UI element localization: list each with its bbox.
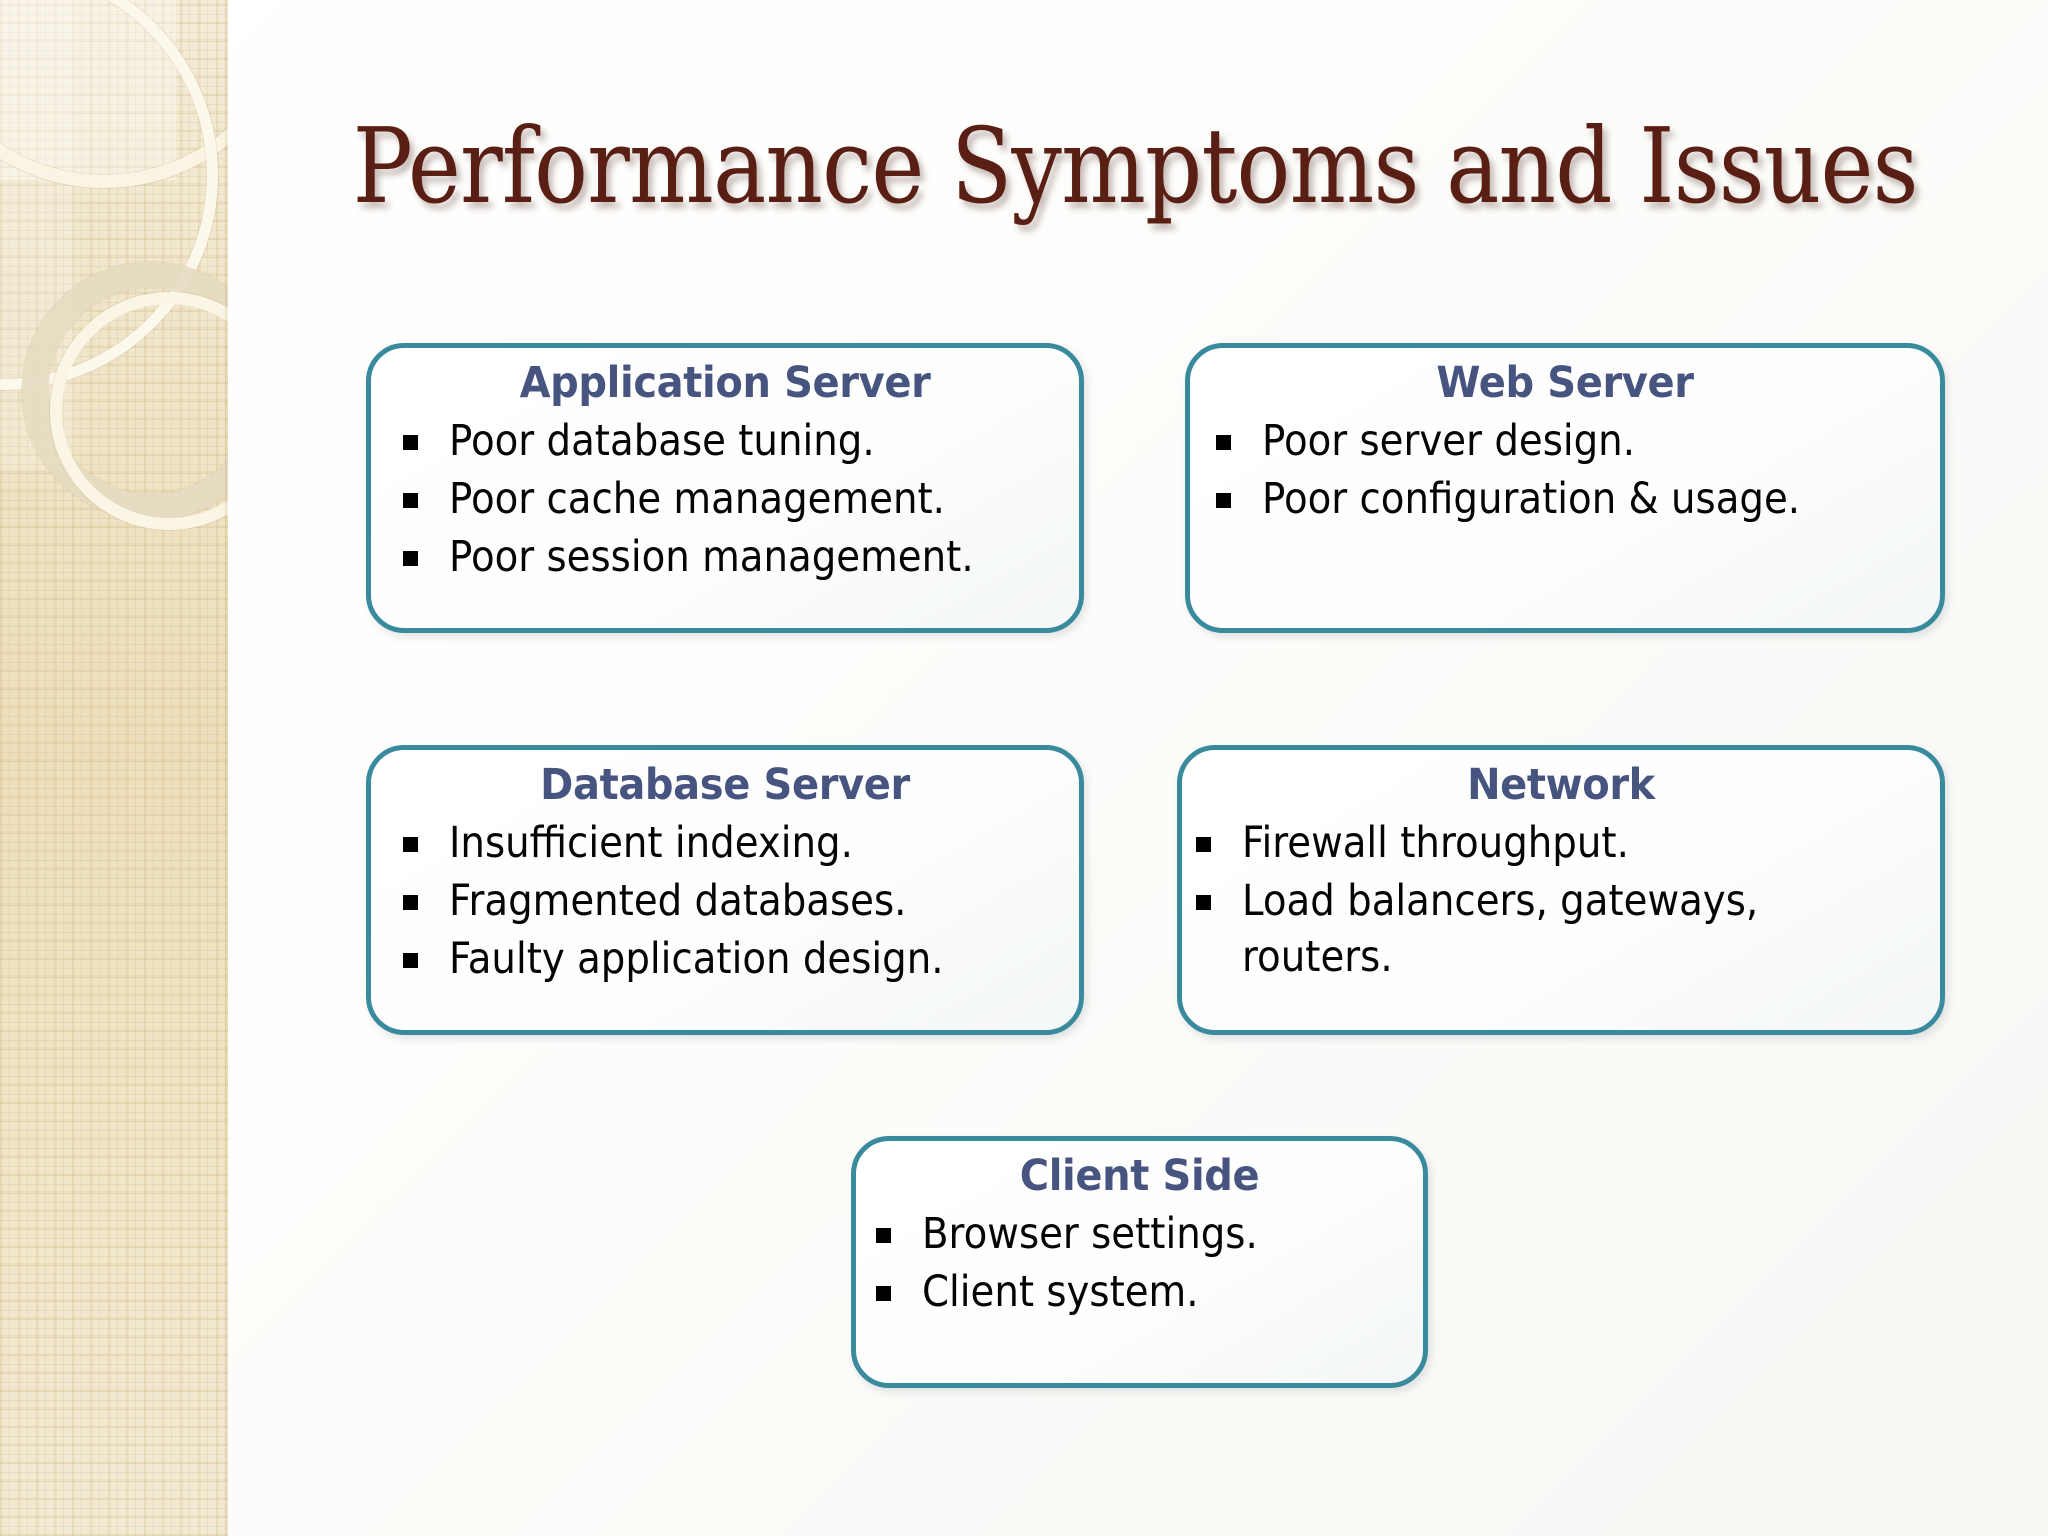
- list-item: Insufficient indexing.: [403, 816, 1079, 872]
- list-item-label: Load balancers, gateways, routers.: [1242, 875, 1759, 982]
- list-item: Poor server design.: [1216, 414, 1940, 470]
- list-item: Firewall throughput.: [1196, 816, 1940, 872]
- list-item-label: Fragmented databases.: [449, 875, 907, 926]
- card-client-side: Client Side Browser settings. Client sys…: [851, 1136, 1428, 1388]
- list-item-label: Poor configuration & usage.: [1262, 473, 1801, 524]
- list-item: Client system.: [876, 1265, 1423, 1321]
- list-item-label: Poor cache management.: [449, 473, 945, 524]
- list-item: Faulty application design.: [403, 932, 1079, 988]
- bullet-list-client-side: Browser settings. Client system.: [856, 1207, 1423, 1321]
- bullet-list-network: Firewall throughput. Load balancers, gat…: [1182, 816, 1940, 986]
- square-bullet-icon: [403, 837, 418, 852]
- list-item-label: Poor server design.: [1262, 416, 1636, 466]
- list-item: Poor database tuning.: [403, 414, 1079, 470]
- square-bullet-icon: [1196, 837, 1211, 852]
- square-bullet-icon: [876, 1285, 891, 1301]
- list-item: Poor cache management.: [403, 472, 1079, 528]
- list-item-label: Browser settings.: [922, 1209, 1258, 1259]
- card-heading-web-server: Web Server: [1436, 358, 1694, 408]
- square-bullet-icon: [403, 492, 418, 508]
- card-heading-client-side: Client Side: [1019, 1151, 1260, 1201]
- square-bullet-icon: [403, 550, 418, 566]
- square-bullet-icon: [403, 435, 418, 450]
- list-item-label: Firewall throughput.: [1242, 818, 1629, 868]
- list-item-label: Poor session management.: [449, 531, 974, 582]
- list-item-label: Poor database tuning.: [449, 416, 875, 466]
- list-item: Load balancers, gateways, routers.: [1196, 874, 1940, 986]
- card-heading-network: Network: [1467, 760, 1655, 810]
- list-item-label: Insufficient indexing.: [449, 818, 853, 868]
- bullet-list-database-server: Insufficient indexing. Fragmented databa…: [371, 816, 1079, 988]
- card-application-server: Application Server Poor database tuning.…: [366, 343, 1084, 633]
- card-heading-application-server: Application Server: [519, 358, 931, 408]
- square-bullet-icon: [1216, 435, 1231, 450]
- card-database-server: Database Server Insufficient indexing. F…: [366, 745, 1084, 1035]
- square-bullet-icon: [876, 1228, 891, 1243]
- slide-title: Performance Symptoms and Issues: [352, 105, 1919, 227]
- square-bullet-icon: [403, 952, 418, 968]
- card-heading-database-server: Database Server: [540, 760, 910, 810]
- list-item-label: Client system.: [922, 1266, 1199, 1317]
- bullet-list-web-server: Poor server design. Poor configuration &…: [1190, 414, 1940, 528]
- list-item-label: Faulty application design.: [449, 933, 944, 984]
- sidebar-edge-divider: [225, 0, 228, 1536]
- list-item: Fragmented databases.: [403, 874, 1079, 930]
- bullet-list-application-server: Poor database tuning. Poor cache managem…: [371, 414, 1079, 586]
- card-network: Network Firewall throughput. Load balanc…: [1177, 745, 1945, 1035]
- card-web-server: Web Server Poor server design. Poor conf…: [1185, 343, 1945, 633]
- square-bullet-icon: [1216, 492, 1231, 508]
- list-item: Poor session management.: [403, 530, 1079, 586]
- decorative-sidebar: [0, 0, 228, 1536]
- square-bullet-icon: [1196, 894, 1211, 910]
- square-bullet-icon: [403, 894, 418, 910]
- list-item: Poor configuration & usage.: [1216, 472, 1940, 528]
- list-item: Browser settings.: [876, 1207, 1423, 1263]
